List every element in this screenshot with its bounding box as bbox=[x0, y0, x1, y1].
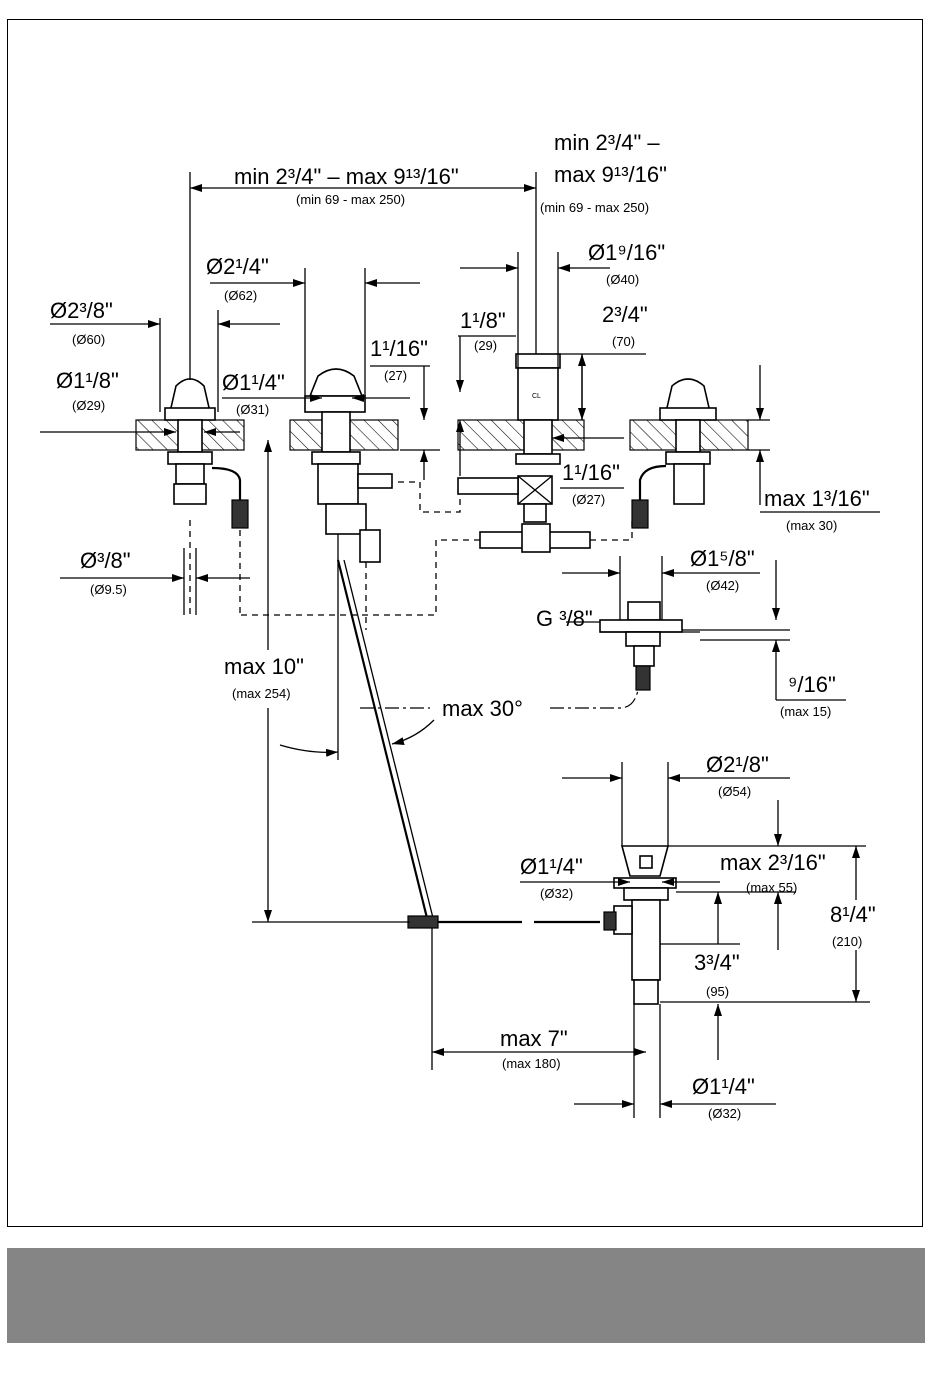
dim-1-1-8-label: 1¹/8" bbox=[460, 308, 506, 333]
dimension-labels: min 2³/4" – max 9¹³/16" (min 69 - max 25… bbox=[50, 130, 876, 1121]
spread-right-line1: min 2³/4" – bbox=[554, 130, 660, 155]
dia-1-1-8-label: Ø1¹/8" bbox=[56, 368, 119, 393]
drawing-frame bbox=[7, 19, 923, 1227]
dim-9-16-label: ⁹/16" bbox=[788, 672, 836, 697]
dim-9-16-mm: (max 15) bbox=[780, 704, 831, 719]
valve-mark-label: CL bbox=[532, 393, 541, 400]
footer-bar bbox=[7, 1248, 925, 1343]
dia-2-1-4-mm: (Ø62) bbox=[224, 288, 257, 303]
max-7-label: max 7" bbox=[500, 1026, 568, 1051]
dia-1-5-8-label: Ø1⁵/8" bbox=[690, 546, 755, 571]
dimension-lines bbox=[40, 172, 880, 1108]
dia-1-9-16-mm: (Ø40) bbox=[606, 272, 639, 287]
dia-2-3-8-mm: (Ø60) bbox=[72, 332, 105, 347]
max-10-mm: (max 254) bbox=[232, 686, 291, 701]
thread-g38-label: G ³/8" bbox=[536, 606, 593, 631]
dia-2-1-8-label: Ø2¹/8" bbox=[706, 752, 769, 777]
max-30deg-label: max 30° bbox=[442, 696, 523, 721]
drain-assembly bbox=[603, 762, 677, 1118]
knob-assembly bbox=[566, 601, 790, 691]
dim-1-1-16-top-mm: (27) bbox=[384, 368, 407, 383]
dia-1-1-4-top-mm: (Ø31) bbox=[236, 402, 269, 417]
spread-right-mm: (min 69 - max 250) bbox=[540, 200, 649, 215]
dim-3-3-4-label: 3³/4" bbox=[694, 950, 740, 975]
dia-2-1-8-mm: (Ø54) bbox=[718, 784, 751, 799]
dim-8-1-4-mm: (210) bbox=[832, 934, 862, 949]
dim-1-1-8-mm: (29) bbox=[474, 338, 497, 353]
dia-3-8-mm: (Ø9.5) bbox=[90, 582, 127, 597]
right-valve bbox=[631, 378, 717, 529]
dim-1-1-16-mid-mm: (Ø27) bbox=[572, 492, 605, 507]
dim-2-3-4-label: 2³/4" bbox=[602, 302, 648, 327]
max-2-3-16-mm: (max 55) bbox=[746, 880, 797, 895]
center-lever-body bbox=[304, 368, 461, 760]
dia-2-1-4-label: Ø2¹/4" bbox=[206, 254, 269, 279]
dim-8-1-4-label: 8¹/4" bbox=[830, 902, 876, 927]
dia-1-1-4-mid-label: Ø1¹/4" bbox=[520, 854, 583, 879]
dia-1-1-4-bottom-mm: (Ø32) bbox=[708, 1106, 741, 1121]
pull-rod bbox=[336, 559, 600, 929]
dia-1-1-4-mid-mm: (Ø32) bbox=[540, 886, 573, 901]
max-1-3-16-mm: (max 30) bbox=[786, 518, 837, 533]
dia-1-1-4-top-label: Ø1¹/4" bbox=[222, 370, 285, 395]
dia-3-8-label: Ø³/8" bbox=[80, 548, 131, 573]
max-2-3-16-label: max 2³/16" bbox=[720, 850, 826, 875]
max-7-mm: (max 180) bbox=[502, 1056, 561, 1071]
dim-1-1-16-top-label: 1¹/16" bbox=[370, 336, 428, 361]
countertop bbox=[135, 419, 749, 451]
spread-top-mm: (min 69 - max 250) bbox=[296, 192, 405, 207]
dia-2-3-8-label: Ø2³/8" bbox=[50, 298, 113, 323]
dim-2-3-4-mm: (70) bbox=[612, 334, 635, 349]
max-1-3-16-label: max 1³/16" bbox=[764, 486, 870, 511]
left-valve bbox=[164, 378, 249, 615]
dim-3-3-4-mm: (95) bbox=[706, 984, 729, 999]
dia-1-5-8-mm: (Ø42) bbox=[706, 578, 739, 593]
dia-1-1-8-mm: (Ø29) bbox=[72, 398, 105, 413]
dia-1-9-16-label: Ø1⁹/16" bbox=[588, 240, 665, 265]
dim-1-1-16-mid-label: 1¹/16" bbox=[562, 460, 620, 485]
spread-right-line2: max 9¹³/16" bbox=[554, 162, 667, 187]
dia-1-1-4-bottom-label: Ø1¹/4" bbox=[692, 1074, 755, 1099]
spout-body: CL bbox=[240, 353, 633, 616]
spread-top-label: min 2³/4" – max 9¹³/16" bbox=[234, 164, 459, 189]
max-10-label: max 10" bbox=[224, 654, 304, 679]
